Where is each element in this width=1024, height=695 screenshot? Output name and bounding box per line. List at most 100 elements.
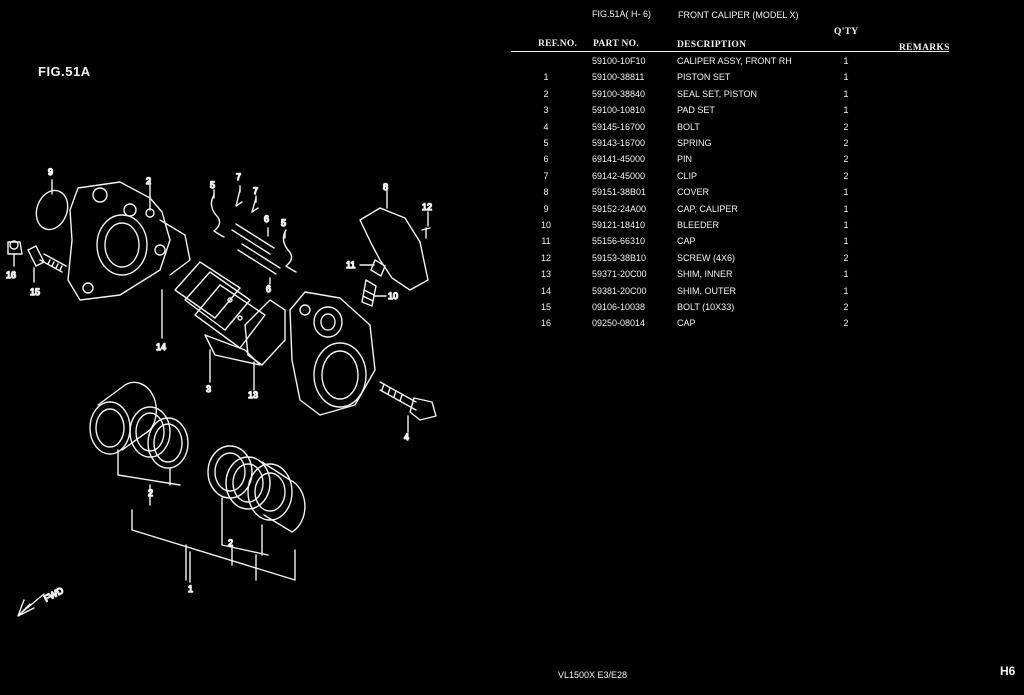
cover-bleeder-parts (359, 207, 431, 307)
cell-quantity: 1 (843, 203, 849, 214)
cell-quantity: 2 (843, 302, 849, 312)
cell-part-no: 59100-10810 (592, 105, 646, 116)
cell-ref-no: 6 (543, 154, 549, 165)
cell-ref-no: 4 (543, 121, 549, 132)
column-header-ref: REF.NO. (538, 39, 578, 49)
cell-description: SHIM, OUTER (677, 285, 737, 296)
callout-16: 16 (6, 270, 16, 280)
cell-ref-no: 8 (543, 187, 549, 198)
model-footer: VL1500X E3/E28 (558, 670, 628, 680)
cell-description: SHIM, INNER (677, 269, 733, 280)
cell-quantity: 2 (843, 252, 849, 263)
cell-ref-no: 11 (541, 236, 551, 247)
cell-ref-no: 14 (540, 285, 551, 296)
shim-part (244, 299, 286, 366)
cell-part-no: 59151-38B01 (592, 187, 647, 198)
callout-7: 7 (236, 172, 241, 182)
cell-ref-no: 10 (540, 220, 551, 230)
table-row: 1 59100-38811 PISTON SET 1 (511, 72, 911, 86)
callout-3: 3 (206, 384, 211, 394)
cell-description: SPRING (677, 138, 712, 148)
cell-description: SEAL SET, PISTON (677, 88, 758, 99)
cell-quantity: 2 (843, 154, 849, 165)
cell-part-no: 09106-10038 (592, 302, 646, 312)
cell-quantity: 1 (843, 285, 849, 296)
cell-part-no: 55156-66310 (592, 236, 646, 247)
cell-description: BOLT (677, 121, 700, 132)
cell-ref-no: 9 (543, 203, 549, 214)
table-row: 10 59121-18410 BLEEDER 1 (511, 220, 911, 234)
column-header-description: DESCRIPTION (677, 40, 747, 50)
cell-description: CALIPER ASSY, FRONT RH (677, 56, 792, 66)
column-header-remarks: REMARKS (899, 43, 950, 53)
cell-quantity: 1 (843, 72, 849, 83)
cell-quantity: 1 (843, 88, 849, 99)
cell-quantity: 2 (843, 318, 849, 329)
cell-description: CLIP (677, 170, 698, 181)
caliper-body-part (289, 291, 376, 416)
callout-7b: 7 (253, 186, 258, 196)
cell-ref-no: 5 (543, 138, 549, 148)
page-title: FRONT CALIPER (MODEL X) (678, 10, 799, 20)
callout-11: 11 (346, 260, 355, 270)
callout-4: 4 (404, 432, 409, 442)
cell-part-no: 59100-38811 (592, 72, 645, 83)
cell-part-no: 59143-16700 (592, 138, 646, 148)
callout-1: 1 (188, 584, 193, 594)
table-row: 2 59100-38840 SEAL SET, PISTON 1 (511, 89, 911, 103)
cell-part-no: 59153-38B10 (592, 252, 647, 263)
cell-description: COVER (677, 187, 710, 198)
table-row: 9 59152-24A00 CAP, CALIPER 1 (511, 204, 911, 218)
cell-quantity: 2 (843, 170, 849, 181)
cell-ref-no: 1 (543, 72, 549, 83)
mounting-bolt-part (379, 381, 437, 421)
cell-part-no: 09250-08014 (592, 318, 646, 329)
caliper-bracket-part (67, 181, 191, 301)
cell-part-no: 59145-16700 (592, 121, 646, 132)
cell-part-no: 59152-24A00 (592, 203, 647, 214)
callout-6: 6 (264, 214, 269, 224)
figure-label: FIG.51A (38, 64, 91, 79)
callout-15: 15 (30, 287, 40, 297)
cell-part-no: 59100-38840 (592, 88, 646, 99)
exploded-caliper-diagram: 9 2 5 7 7 6 5 8 12 16 15 11 10 6 14 3 13… (5, 166, 437, 617)
cell-ref-no: 3 (543, 105, 549, 116)
cell-description: CAP (677, 318, 696, 329)
cell-quantity: 1 (843, 187, 849, 198)
brake-pad-part (174, 261, 266, 366)
callout-2c: 2 (228, 538, 233, 548)
cell-part-no: 69142-45000 (592, 170, 646, 181)
table-row: 8 59151-38B01 COVER 1 (511, 187, 911, 201)
column-header-qty: Q'TY (834, 27, 859, 37)
cell-description: PIN (677, 154, 693, 165)
fig-reference: FIG.51A( H- 6) (592, 9, 652, 19)
callout-5b: 5 (281, 218, 286, 228)
cell-ref-no: 7 (543, 170, 549, 181)
column-header-part: PART NO. (593, 39, 640, 49)
table-row: 7 69142-45000 CLIP 2 (511, 171, 911, 185)
cell-quantity: 1 (843, 236, 849, 247)
spring-clip-pin-parts (210, 189, 297, 275)
cell-description: CAP, CALIPER (677, 203, 738, 214)
page-tag: H6 (1000, 664, 1016, 678)
cell-description: BLEEDER (677, 220, 720, 230)
header-rule (511, 51, 949, 52)
cell-quantity: 1 (843, 56, 849, 66)
cell-part-no: 59121-18410 (592, 220, 646, 230)
piston-seal-set-right (207, 445, 306, 533)
cell-quantity: 1 (843, 220, 849, 230)
cell-ref-no: 16 (540, 318, 551, 329)
cell-description: PISTON SET (677, 72, 731, 83)
cell-ref-no: 2 (543, 88, 549, 99)
bolt-cap-part (7, 240, 67, 273)
